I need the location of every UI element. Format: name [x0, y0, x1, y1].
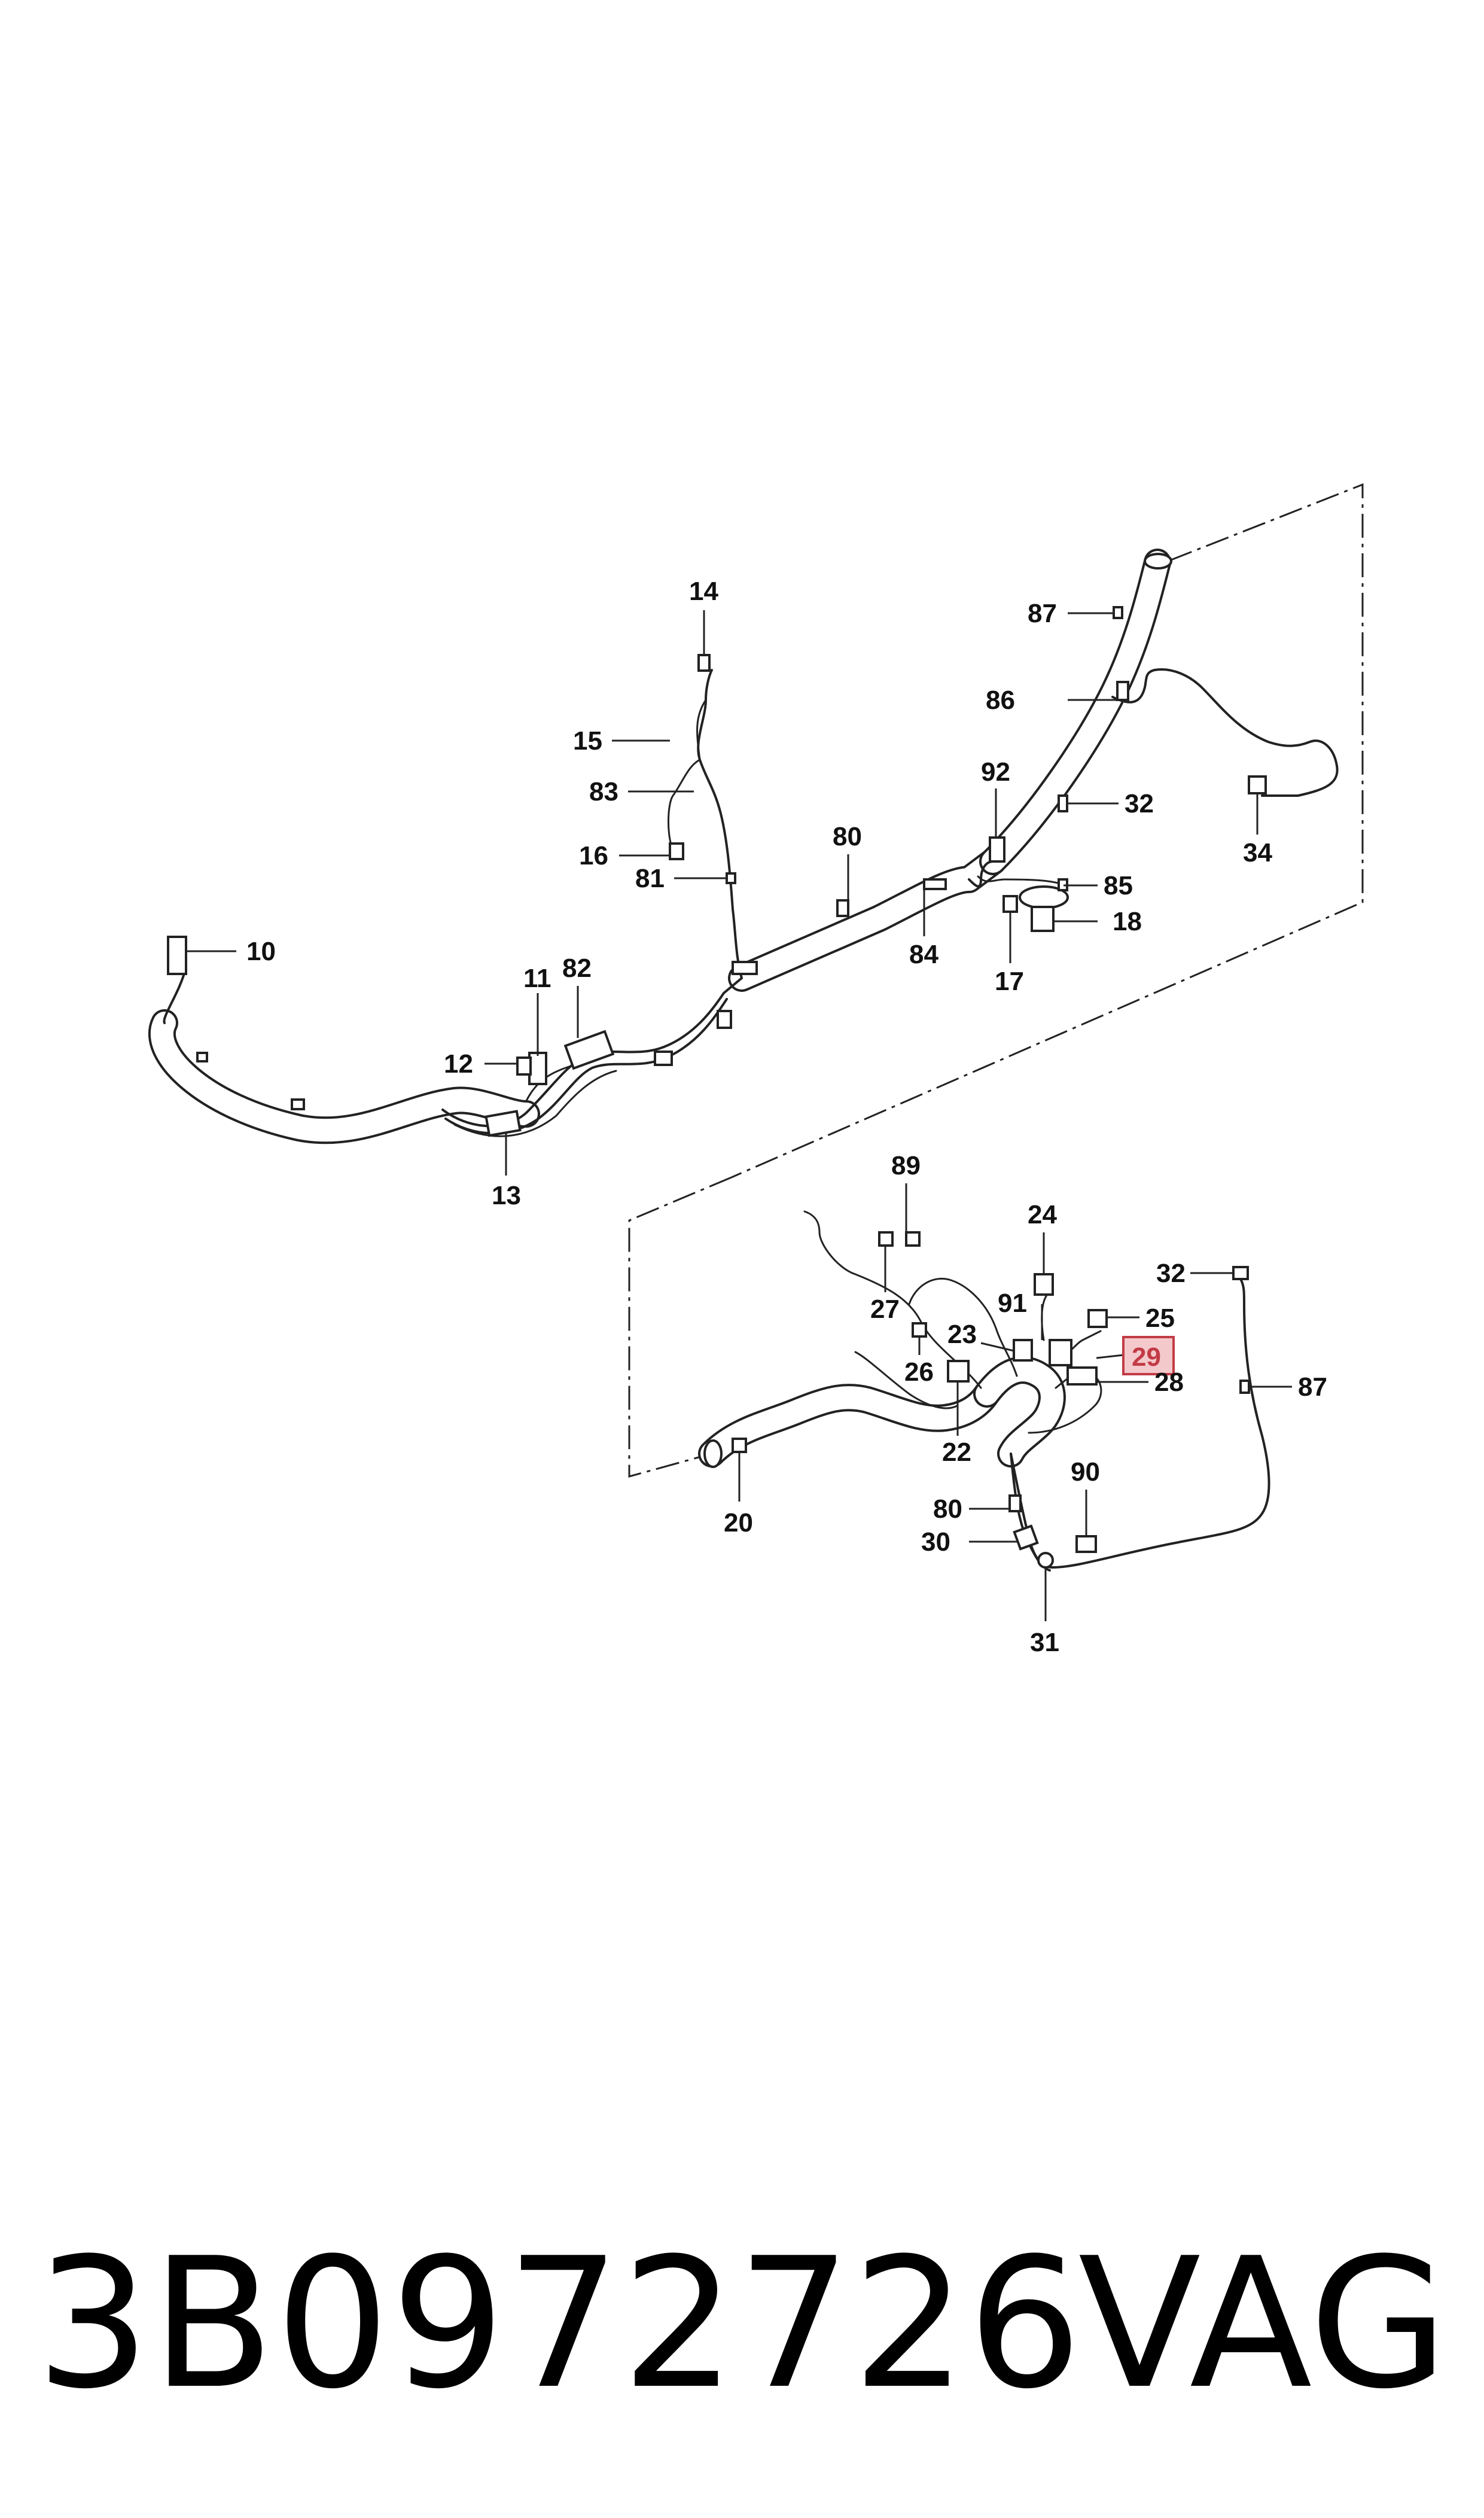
callout-15: 15: [573, 726, 602, 756]
callout-91: 91: [998, 1289, 1027, 1318]
boundary-line-lower: [628, 1176, 732, 1478]
callout-17: 17: [995, 967, 1024, 996]
callout-28: 28: [1154, 1368, 1184, 1397]
leader-lines: [186, 610, 1292, 1621]
callout-82: 82: [562, 954, 592, 983]
callout-18: 18: [1113, 907, 1142, 936]
callout-85: 85: [1104, 871, 1133, 900]
callout-80-upper: 80: [833, 822, 862, 851]
callout-29: 29: [1132, 1342, 1161, 1372]
lower-harness: [698, 1210, 1270, 1572]
callout-81: 81: [635, 864, 665, 893]
callout-16: 16: [579, 841, 608, 870]
upper-harness: [148, 549, 1339, 1144]
callout-90: 90: [1071, 1457, 1100, 1487]
footer: 3B0972726 VAG: [0, 2225, 1484, 2423]
callout-12: 12: [444, 1049, 473, 1079]
callout-87-upper: 87: [1028, 599, 1057, 628]
callout-80-lower: 80: [933, 1494, 962, 1524]
callout-labels: 10 11 12 13 14 15 83 16 81 82 80 84 85 1…: [246, 577, 1327, 1657]
callout-20: 20: [724, 1508, 753, 1537]
highlight-box-29: [1122, 1336, 1175, 1375]
callout-13: 13: [492, 1181, 521, 1210]
callout-32-upper: 32: [1125, 789, 1154, 818]
callout-86: 86: [986, 686, 1015, 715]
callout-10: 10: [246, 937, 276, 966]
callout-30: 30: [921, 1527, 950, 1557]
callout-14: 14: [689, 577, 718, 606]
callout-24: 24: [1028, 1200, 1057, 1229]
brand-name: VAG: [1078, 2219, 1448, 2428]
part-number: 3B0972726: [36, 2219, 1083, 2428]
callout-83: 83: [589, 777, 618, 806]
callout-25: 25: [1145, 1304, 1175, 1333]
callout-26: 26: [904, 1357, 934, 1387]
boundary-line-upper: [731, 483, 1364, 1179]
callout-84: 84: [909, 940, 938, 969]
callout-23: 23: [947, 1320, 977, 1349]
callout-89: 89: [891, 1151, 921, 1180]
callout-27: 27: [870, 1295, 900, 1324]
callout-34: 34: [1243, 838, 1272, 867]
callout-87-lower: 87: [1298, 1372, 1327, 1402]
callout-11: 11: [523, 964, 551, 993]
callout-31: 31: [1030, 1628, 1059, 1657]
callout-92: 92: [981, 757, 1010, 787]
callout-32-lower: 32: [1156, 1259, 1186, 1288]
callout-22: 22: [942, 1438, 971, 1467]
